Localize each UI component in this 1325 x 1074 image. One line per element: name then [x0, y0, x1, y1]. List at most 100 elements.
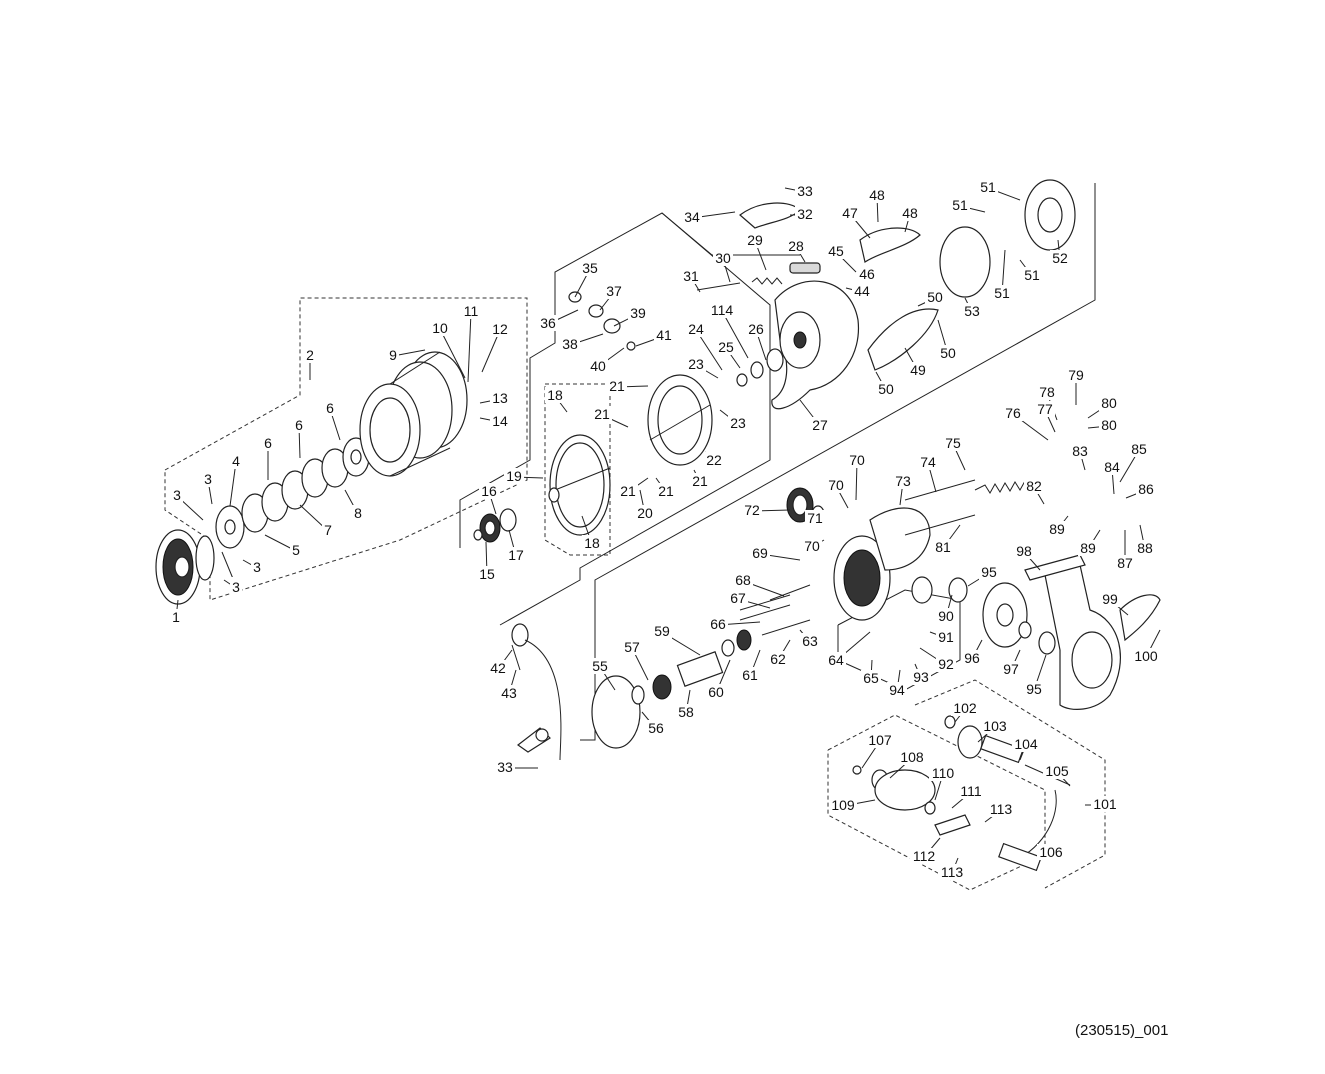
part-label-bg — [840, 205, 860, 221]
part-label-bg — [1001, 661, 1021, 677]
part-label-21: 21 — [609, 378, 625, 394]
part-label-bg — [618, 483, 638, 499]
part-label-bg — [506, 547, 526, 563]
part-label-102: 102 — [953, 700, 977, 716]
part-label-bg — [893, 473, 913, 489]
part-label-bg — [477, 566, 497, 582]
part-label-59: 59 — [654, 623, 670, 639]
part-label-95: 95 — [1026, 681, 1042, 697]
part-label-bg — [938, 345, 958, 361]
part-label-bg — [887, 682, 907, 698]
part-label-bg — [943, 435, 963, 451]
part-label-46: 46 — [859, 266, 875, 282]
part-label-bg — [925, 289, 945, 305]
bail-arm-part — [568, 202, 821, 351]
part-label-bg — [962, 303, 982, 319]
part-label-3: 3 — [253, 559, 261, 575]
part-label-bg — [1037, 384, 1057, 400]
leader-line-11 — [467, 311, 472, 383]
part-label-bg — [733, 572, 753, 588]
part-label-108: 108 — [900, 749, 924, 765]
drag-knob-part — [155, 529, 215, 605]
part-label-11: 11 — [464, 303, 479, 319]
part-label-bg — [293, 417, 305, 433]
part-label-bg — [908, 362, 928, 378]
part-label-bg — [742, 502, 762, 518]
part-label-bg — [861, 670, 881, 686]
part-label-70: 70 — [849, 452, 865, 468]
part-label-21: 21 — [692, 473, 708, 489]
part-label-bg — [324, 400, 336, 416]
part-label-bg — [676, 704, 696, 720]
leader-line-4 — [229, 461, 237, 507]
part-label-bg — [740, 667, 760, 683]
part-label-93: 93 — [913, 669, 929, 685]
bail-cover-part — [859, 179, 1076, 371]
part-label-69: 69 — [752, 545, 768, 561]
part-label-bg — [592, 406, 612, 422]
part-label-15: 15 — [479, 566, 495, 582]
part-label-83: 83 — [1072, 443, 1088, 459]
part-label-43: 43 — [501, 685, 517, 701]
part-label-bg — [1070, 443, 1090, 459]
part-label-bg — [786, 238, 806, 254]
part-label-48: 48 — [902, 205, 918, 221]
part-label-100: 100 — [1134, 648, 1158, 664]
part-label-bg — [580, 260, 600, 276]
part-label-2: 2 — [306, 347, 314, 363]
part-label-bg — [962, 650, 982, 666]
part-label-97: 97 — [1003, 661, 1019, 677]
part-label-bg — [795, 206, 815, 222]
part-label-bg — [706, 684, 726, 700]
part-label-bg — [929, 765, 957, 781]
part-label-64: 64 — [828, 652, 844, 668]
part-label-bg — [1099, 395, 1119, 411]
part-label-bg — [810, 417, 830, 433]
part-label-bg — [490, 390, 510, 406]
part-label-35: 35 — [582, 260, 598, 276]
part-label-71: 71 — [807, 510, 823, 526]
part-label-bg — [538, 315, 558, 331]
part-label-bg — [290, 542, 302, 558]
part-label-bg — [728, 415, 748, 431]
part-label-bg — [936, 656, 956, 672]
part-label-bg — [728, 590, 748, 606]
part-label-58: 58 — [678, 704, 694, 720]
part-label-38: 38 — [562, 336, 578, 352]
rotor-front-part — [548, 434, 611, 536]
part-label-bg — [938, 864, 966, 880]
part-label-bg — [545, 387, 565, 403]
part-label-bg — [322, 522, 334, 538]
part-label-bg — [656, 483, 676, 499]
part-label-18: 18 — [584, 535, 600, 551]
rotor-front-group-outline — [544, 383, 611, 556]
part-label-bg — [251, 559, 263, 575]
part-label-bg — [1078, 540, 1098, 556]
part-label-92: 92 — [938, 656, 954, 672]
part-label-78: 78 — [1039, 384, 1055, 400]
part-label-bg — [1022, 267, 1042, 283]
part-label-89: 89 — [1080, 540, 1096, 556]
part-label-bg — [1099, 417, 1119, 433]
part-label-bg — [900, 205, 920, 221]
part-label-bg — [170, 609, 182, 625]
part-label-57: 57 — [624, 639, 640, 655]
part-label-23: 23 — [730, 415, 746, 431]
part-label-bg — [716, 339, 736, 355]
drag-washers-part — [215, 437, 370, 549]
part-label-60: 60 — [708, 684, 724, 700]
part-label-70: 70 — [828, 477, 844, 493]
part-label-68: 68 — [735, 572, 751, 588]
part-label-bg — [490, 413, 510, 429]
rotor-cup-part — [647, 374, 713, 466]
part-label-51: 51 — [952, 197, 968, 213]
part-label-bg — [430, 320, 450, 336]
part-label-bg — [826, 652, 846, 668]
part-label-37: 37 — [606, 283, 622, 299]
part-label-bg — [690, 473, 710, 489]
part-label-42: 42 — [490, 660, 506, 676]
part-label-bg — [951, 700, 979, 716]
part-label-21: 21 — [594, 406, 610, 422]
main-shaft-part — [511, 584, 811, 761]
